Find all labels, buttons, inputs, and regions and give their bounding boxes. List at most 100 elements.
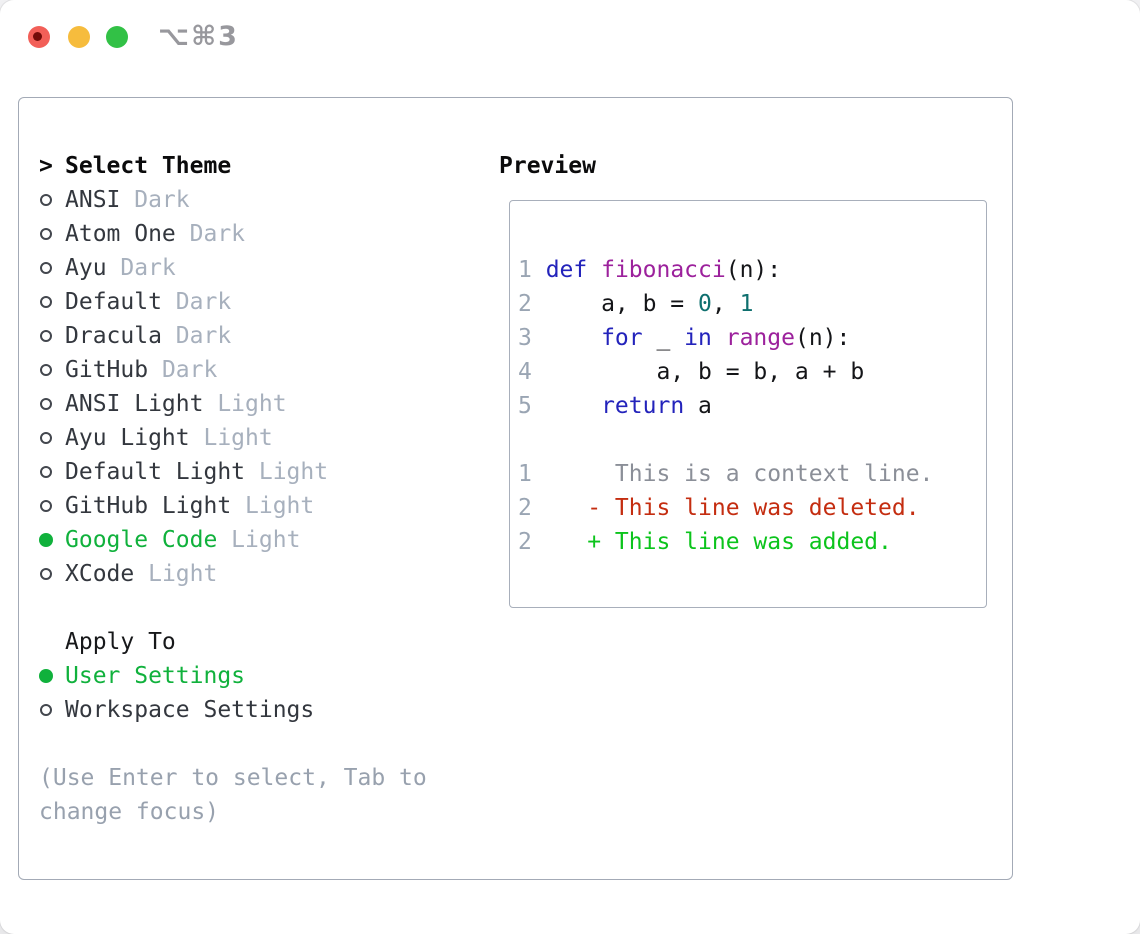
spacer	[518, 423, 986, 457]
theme-option-default[interactable]: Default Dark	[39, 285, 469, 319]
code-token: a, b =	[545, 291, 699, 317]
radio-icon	[40, 500, 52, 512]
variant-tag: Light	[217, 527, 301, 553]
line-number: 1	[518, 461, 532, 487]
spacer	[39, 591, 469, 625]
theme-option-default-light[interactable]: Default Light Light	[39, 455, 469, 489]
option-label: Google Code	[65, 527, 218, 553]
option-label: Default Light	[65, 459, 246, 485]
preview-line: 2 - This line was deleted.	[518, 491, 986, 525]
code-token: range	[725, 325, 795, 351]
spacer	[39, 727, 469, 761]
preview-line: 1 def fibonacci(n):	[518, 253, 986, 287]
window-title: ⌥⌘3	[158, 21, 239, 52]
preview-line: 2 + This line was added.	[518, 525, 986, 559]
select-theme-header: > Select Theme	[39, 149, 469, 183]
theme-option-ansi-light[interactable]: ANSI Light Light	[39, 387, 469, 421]
preview-title: Preview	[499, 153, 596, 179]
code-token	[546, 325, 601, 351]
theme-option-google-code[interactable]: Google Code Light	[39, 523, 469, 557]
apply-to-header: Apply To	[39, 625, 469, 659]
preview-line: 4 a, b = b, a + b	[518, 355, 986, 389]
line-number: 3	[518, 325, 532, 351]
diff-preview: 1 This is a context line.2 - This line w…	[518, 457, 986, 559]
line-number: 2	[518, 529, 532, 555]
radio-icon	[40, 296, 52, 308]
code-token: def	[545, 257, 588, 283]
line-number: 2	[518, 291, 532, 317]
option-label: GitHub Light	[65, 493, 232, 519]
option-label: ANSI	[65, 187, 121, 213]
code-token	[587, 257, 601, 283]
option-label: ANSI Light	[65, 391, 204, 417]
radio-icon	[40, 466, 52, 478]
line-number: 5	[518, 393, 532, 419]
line-number: 1	[518, 257, 532, 283]
keyboard-hint: (Use Enter to select, Tab to change focu…	[39, 765, 427, 825]
apply-to-title: Apply To	[65, 629, 176, 655]
theme-option-github-light[interactable]: GitHub Light Light	[39, 489, 469, 523]
select-theme-title: Select Theme	[65, 153, 232, 179]
variant-tag: Dark	[161, 323, 232, 349]
variant-tag: Dark	[161, 289, 232, 315]
code-token: a	[684, 393, 712, 419]
close-button[interactable]	[28, 26, 50, 48]
theme-option-ayu[interactable]: Ayu Dark	[39, 251, 469, 285]
theme-option-ansi[interactable]: ANSI Dark	[39, 183, 469, 217]
code-token	[546, 393, 601, 419]
code-token: + This line was added.	[545, 529, 892, 555]
code-token: (n):	[725, 257, 782, 283]
radio-icon	[40, 364, 52, 376]
radio-icon	[40, 194, 52, 206]
theme-option-github[interactable]: GitHub Dark	[39, 353, 469, 387]
line-number: 4	[518, 359, 532, 385]
option-label: XCode	[65, 561, 135, 587]
code-token: fibonacci	[601, 257, 726, 283]
code-token: - This line was deleted.	[545, 495, 920, 521]
radio-icon	[40, 704, 52, 716]
option-label: Ayu	[65, 255, 107, 281]
variant-tag: Light	[203, 391, 287, 417]
prompt-caret: >	[39, 153, 53, 179]
radio-icon	[40, 432, 52, 444]
option-label: Atom One	[65, 221, 176, 247]
zoom-button[interactable]	[106, 26, 128, 48]
radio-icon	[40, 262, 52, 274]
code-token: for	[601, 325, 643, 351]
variant-tag: Light	[134, 561, 218, 587]
code-token: a, b = b, a + b	[545, 359, 865, 385]
apply-option-user-settings[interactable]: User Settings	[39, 659, 469, 693]
variant-tag: Light	[231, 493, 315, 519]
unsaved-dot-icon	[33, 32, 42, 41]
theme-option-ayu-light[interactable]: Ayu Light Light	[39, 421, 469, 455]
code-token: ,	[711, 291, 740, 317]
code-token: This is a context line.	[545, 461, 934, 487]
radio-icon	[40, 228, 52, 240]
variant-tag: Light	[245, 459, 329, 485]
code-token: _	[642, 325, 685, 351]
line-number: 2	[518, 495, 532, 521]
code-token: 0	[698, 291, 712, 317]
option-label: User Settings	[65, 663, 246, 689]
option-label: Workspace Settings	[65, 697, 315, 723]
variant-tag: Dark	[148, 357, 218, 383]
code-token: (n):	[794, 325, 851, 351]
option-label: Default	[65, 289, 162, 315]
window-titlebar: ⌥⌘3	[0, 0, 1140, 70]
preview-line: 1 This is a context line.	[518, 457, 986, 491]
theme-option-atom-one[interactable]: Atom One Dark	[39, 217, 469, 251]
radio-icon	[40, 568, 52, 580]
apply-option-workspace-settings[interactable]: Workspace Settings	[39, 693, 469, 727]
minimize-button[interactable]	[68, 26, 90, 48]
variant-tag: Dark	[175, 221, 246, 247]
theme-option-xcode[interactable]: XCode Light	[39, 557, 469, 591]
code-token: 1	[739, 291, 754, 317]
theme-option-dracula[interactable]: Dracula Dark	[39, 319, 469, 353]
